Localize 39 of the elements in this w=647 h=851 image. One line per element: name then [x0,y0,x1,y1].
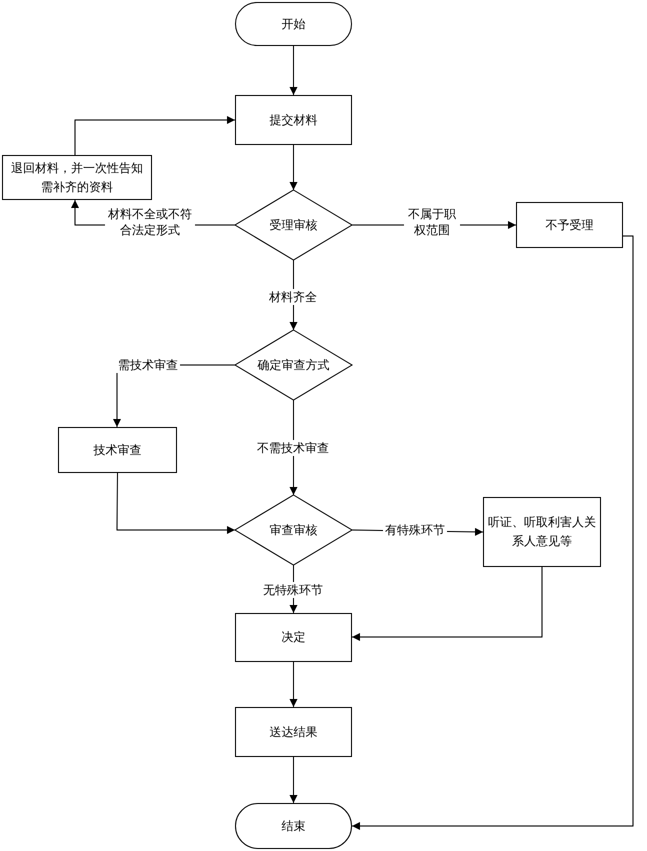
arrow [290,756,298,804]
process-box [516,202,623,248]
arrow [116,472,236,534]
process-box [483,497,601,567]
node-label: 受理审核 [268,216,318,234]
node-label: 送达结果 [268,724,318,740]
process-box [58,427,177,473]
arrow [290,662,298,708]
arrow [290,46,298,96]
node-label: 技术审查 [92,442,142,458]
node-label: 听证、听取利害人关系人意见等 [487,514,597,550]
terminal-box [235,2,352,46]
edge-label: 有特殊环节 [383,522,447,538]
arrow [352,566,542,641]
arrow [74,116,236,156]
edge-label: 不需技术审查 [255,440,331,456]
edge-label: 无特殊环节 [261,582,325,598]
edge-label: 不属于职权范围 [404,206,460,238]
node-label: 确定审查方式 [256,356,330,374]
decision-diamond [235,495,352,565]
node-label: 提交材料 [268,112,318,128]
process-box [235,613,352,662]
arrow [290,144,298,190]
edge-label: 需技术审查 [116,357,180,373]
node-label: 审查审核 [268,522,318,538]
decision-diamond [235,190,352,260]
node-label: 结束 [280,818,306,834]
node-label: 决定 [280,629,306,646]
edge-label: 材料不全或不符合法定形式 [105,206,195,238]
node-label: 开始 [280,16,306,32]
process-box [2,155,152,200]
process-box [235,707,352,757]
edge-label: 材料齐全 [267,289,319,305]
terminal-box [235,803,352,849]
arrow [352,236,634,830]
process-box [235,95,352,145]
node-label: 不予受理 [544,216,594,234]
node-label: 退回材料，并一次性告知需补齐的资料 [10,160,144,196]
decision-diamond [235,330,352,400]
